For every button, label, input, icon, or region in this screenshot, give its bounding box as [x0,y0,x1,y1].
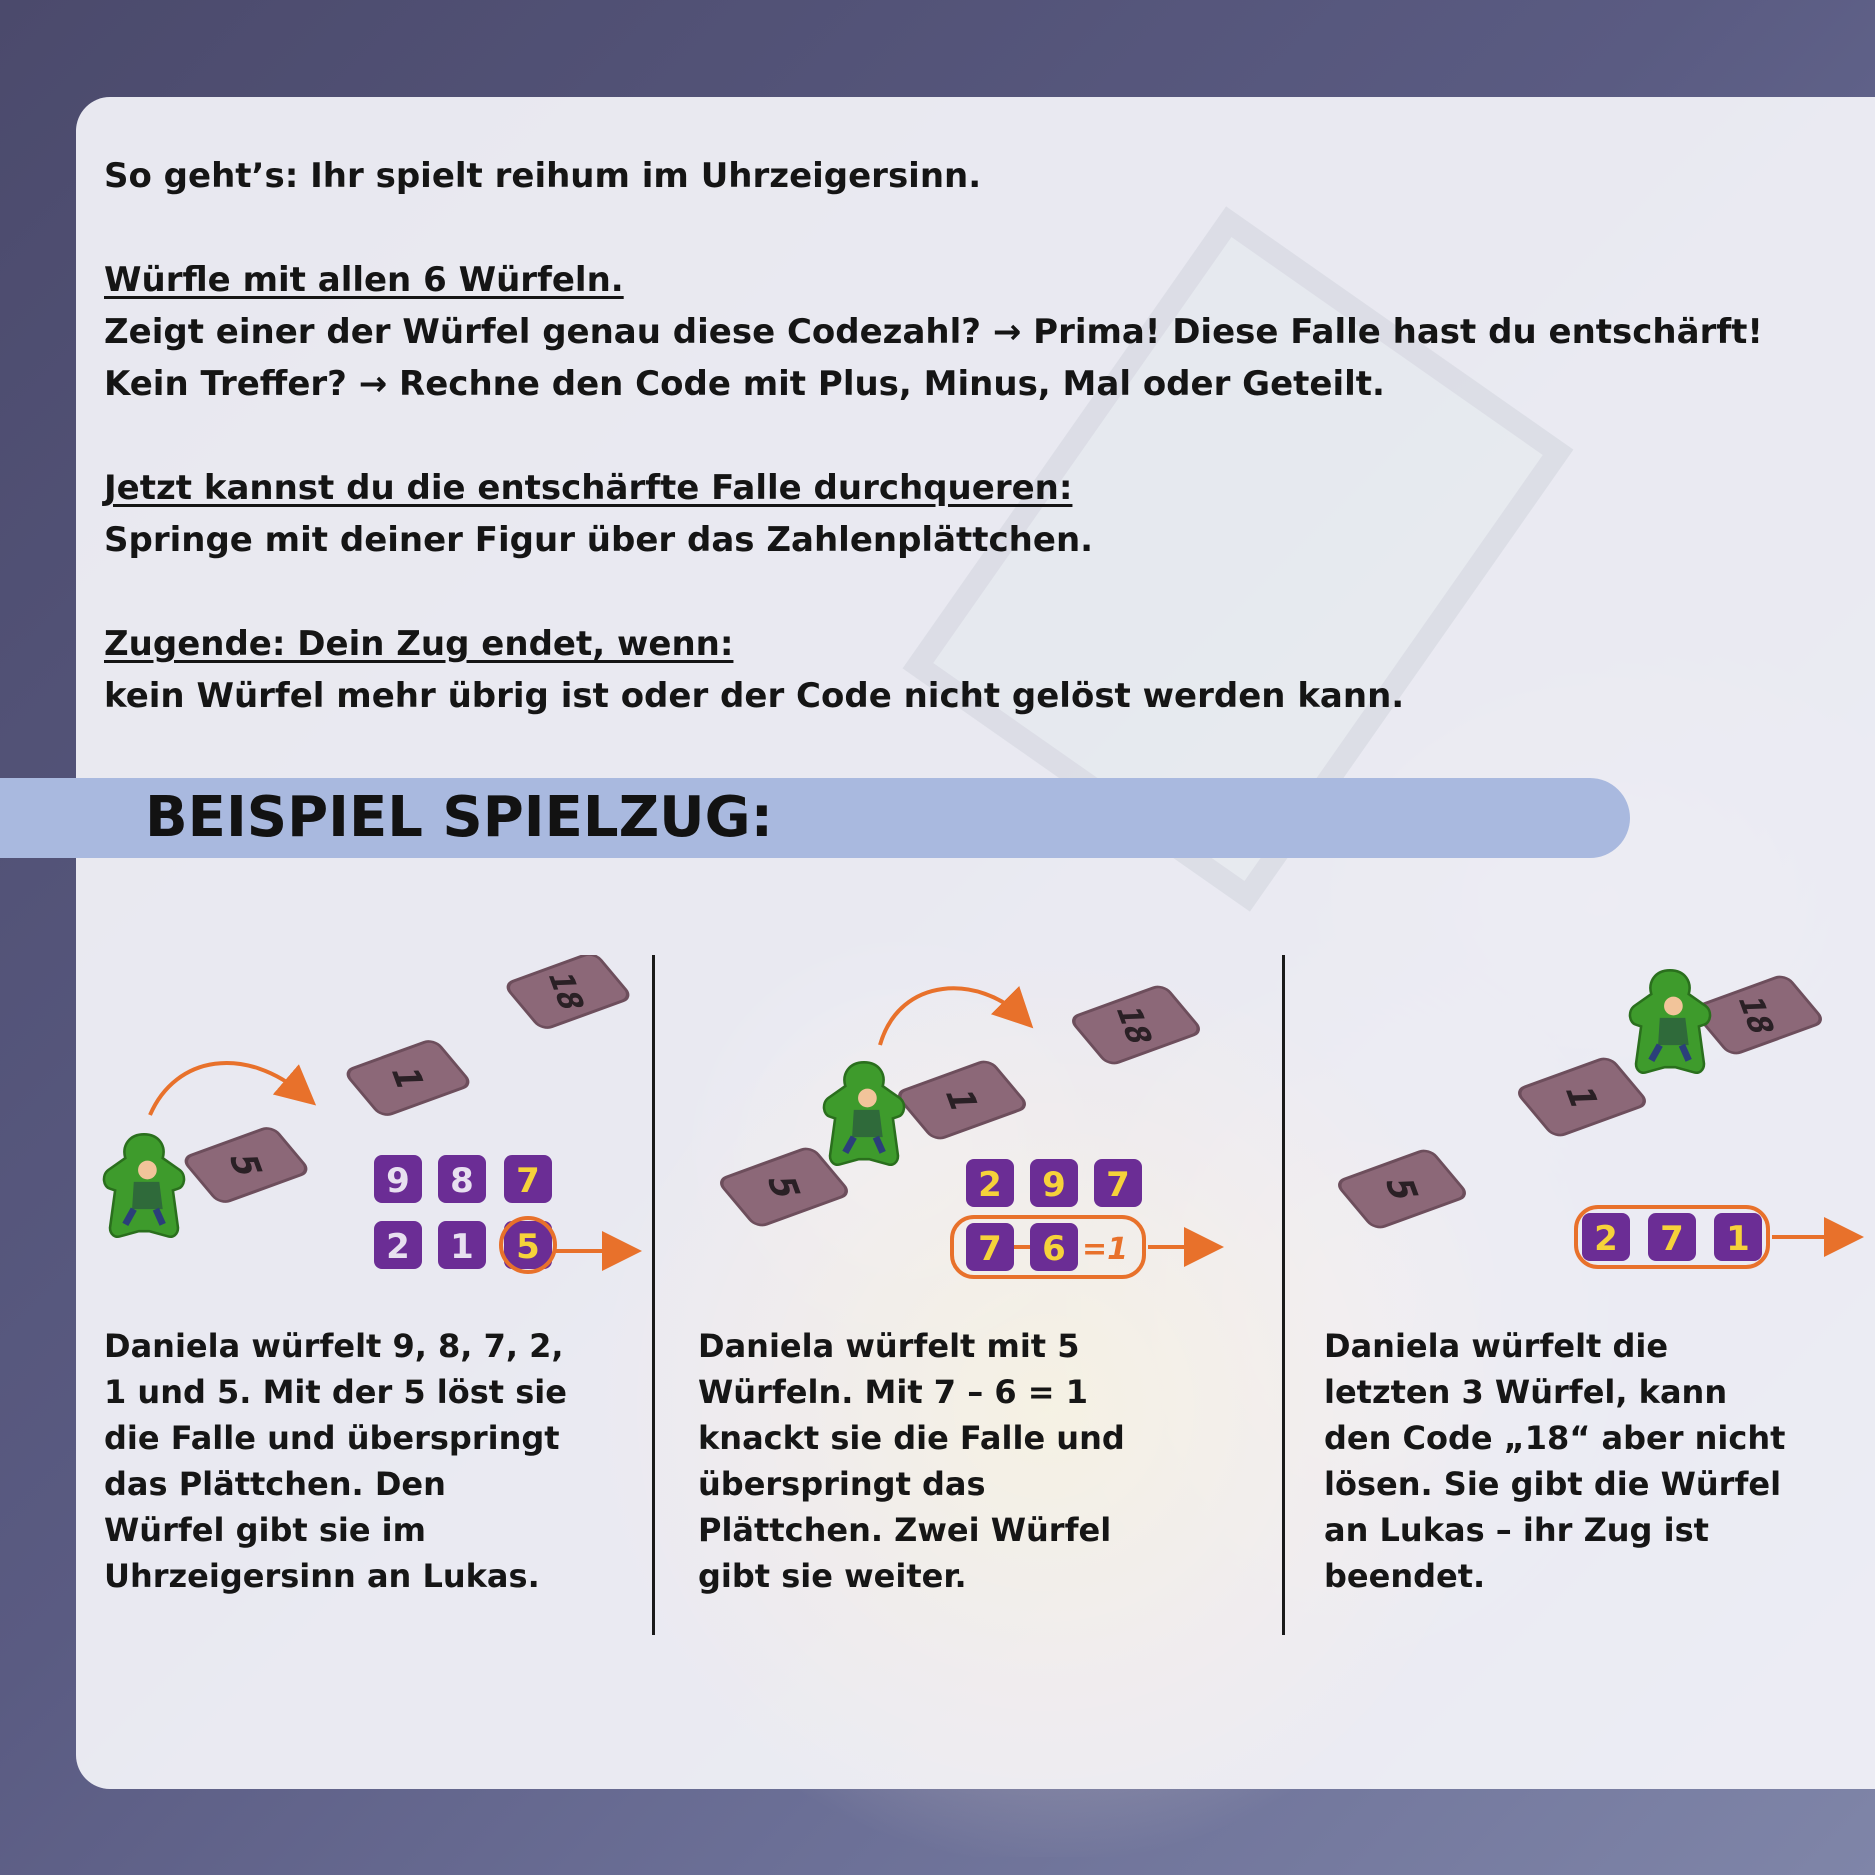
jump-arrow [878,985,1034,1046]
rules-text: So geht’s: Ihr spielt reihum im Uhrzeige… [104,150,1804,722]
tile-1-label: 1 [1555,1086,1607,1109]
tile-1: 1 [346,1040,470,1116]
caption-line: gibt sie weiter. [698,1557,967,1595]
caption-line: Würfel gibt sie im [104,1511,426,1549]
example-banner: BEISPIEL SPIELZUG: [0,778,1630,858]
caption-line: letzten 3 Würfel, kann [1324,1373,1728,1411]
tile-5-label: 5 [757,1176,809,1199]
dice-row-bottom: 2 7 1 [1582,1213,1762,1261]
rules-heading-roll: Würfle mit allen 6 Würfeln. [104,260,624,300]
equation-box [950,1215,1146,1279]
rules-line-jump: Springe mit deiner Figur über das Zahlen… [104,520,1094,560]
die: 2 [978,1165,1002,1205]
rules-intro: So geht’s: Ihr spielt reihum im Uhrzeige… [104,156,982,196]
caption-line: beendet. [1324,1557,1486,1595]
die: 7 [516,1161,540,1201]
tile-5: 5 [184,1127,308,1203]
caption-line: Daniela würfelt mit 5 [698,1327,1080,1365]
step2-illustration: 5 1 18 2 9 7 7 6 =1 [720,985,1224,1279]
dice-row-bottom: 7 6 =1 [966,1223,1128,1271]
caption-line: das Plättchen. Den [104,1465,446,1503]
player-meeple [104,1134,184,1236]
die: 1 [1726,1219,1750,1259]
step3-caption: Daniela würfelt die letzten 3 Würfel, ka… [1324,1323,1864,1599]
rules-heading-cross: Jetzt kannst du die entschärfte Falle du… [104,468,1073,508]
caption-line: Würfeln. Mit 7 – 6 = 1 [698,1373,1088,1411]
jump-arrow [148,1061,317,1116]
rules-line-miss: Kein Treffer? → Rechne den Code mit Plus… [104,364,1385,404]
equation-result: =1 [1082,1232,1128,1267]
caption-line: Uhrzeigersinn an Lukas. [104,1557,540,1595]
rules-line-hit: Zeigt einer der Würfel genau diese Codez… [104,312,1763,352]
die: 9 [1042,1165,1066,1205]
die: 7 [1106,1165,1130,1205]
tile-5: 5 [1338,1149,1466,1229]
column-divider-1 [652,955,655,1635]
caption-line: 1 und 5. Mit der 5 löst sie [104,1373,567,1411]
die: 8 [450,1161,474,1201]
dice-row-top: 9 8 7 [374,1155,552,1203]
tile-1-label: 1 [935,1089,987,1112]
step3-illustration: 5 1 18 2 7 1 [1338,955,1864,1269]
caption-line: Daniela würfelt 9, 8, 7, 2, [104,1327,564,1365]
caption-line: lösen. Sie gibt die Würfel [1324,1465,1782,1503]
caption-line: Daniela würfelt die [1324,1327,1669,1365]
tile-5-label: 5 [1375,1178,1427,1201]
tile-18: 18 [506,955,630,1029]
rules-heading-end: Zugende: Dein Zug endet, wenn: [104,624,734,664]
tile-18: 18 [1072,985,1200,1065]
caption-line: an Lukas – ihr Zug ist [1324,1511,1709,1549]
dice-row-top: 2 9 7 [966,1159,1142,1207]
tile-5-label: 5 [219,1154,271,1177]
die: 2 [1594,1219,1618,1259]
dice-row-bottom: 2 1 5 [374,1216,557,1274]
player-meeple [1630,970,1710,1072]
tile-5: 5 [720,1147,848,1227]
die: 6 [1042,1229,1066,1269]
die: 7 [1660,1219,1684,1259]
die: 9 [386,1161,410,1201]
step1-illustration: 5 1 18 9 8 7 2 1 5 [96,955,642,1274]
caption-line: Plättchen. Zwei Würfel [698,1511,1112,1549]
caption-line: knackt sie die Falle und [698,1419,1125,1457]
rules-line-end: kein Würfel mehr übrig ist oder der Code… [104,676,1405,716]
step2-caption: Daniela würfelt mit 5 Würfeln. Mit 7 – 6… [698,1323,1268,1599]
player-meeple [824,1062,904,1164]
tile-1-label: 1 [381,1067,433,1090]
die-selected: 5 [516,1227,540,1267]
die: 7 [978,1229,1002,1269]
caption-line: die Falle und überspringt [104,1419,560,1457]
die: 1 [450,1227,474,1267]
example-title: BEISPIEL SPIELZUG: [145,785,774,850]
dice-group-box [1574,1205,1770,1269]
tile-1: 1 [1518,1057,1646,1137]
column-divider-2 [1282,955,1285,1635]
tile-1: 1 [898,1060,1026,1140]
caption-line: überspringt das [698,1465,986,1503]
step1-caption: Daniela würfelt 9, 8, 7, 2, 1 und 5. Mit… [104,1323,644,1599]
caption-line: den Code „18“ aber nicht [1324,1419,1786,1457]
die: 2 [386,1227,410,1267]
tile-18: 18 [1694,975,1822,1055]
